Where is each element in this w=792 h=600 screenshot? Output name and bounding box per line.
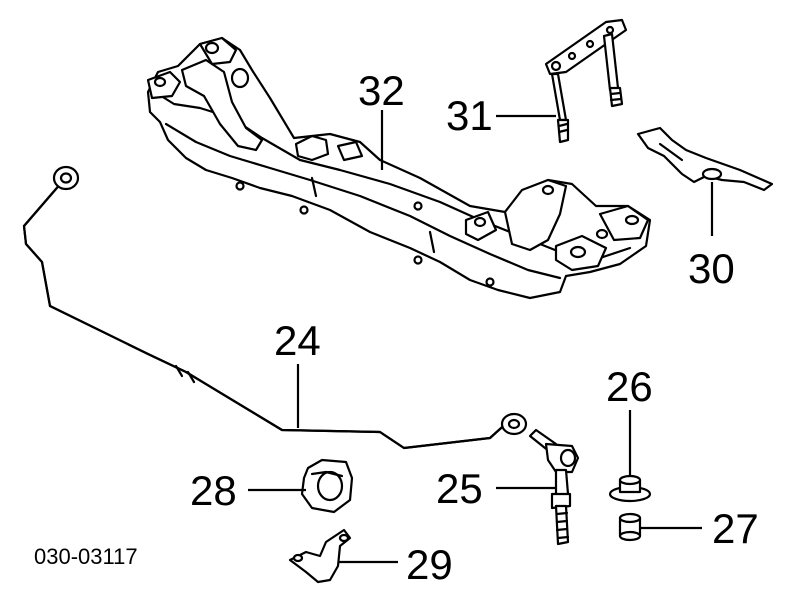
link-collar-part bbox=[618, 512, 642, 542]
callout-25: 25 bbox=[436, 465, 483, 512]
callout-32: 30 bbox=[688, 245, 735, 292]
callout-31: 31 bbox=[446, 92, 493, 139]
stabilizer-bar-part bbox=[22, 165, 528, 450]
bushing-clamp-part bbox=[288, 528, 352, 584]
callout-27: 27 bbox=[712, 505, 759, 552]
link-bushing-part bbox=[608, 474, 652, 503]
callout-24: 24 bbox=[274, 317, 321, 364]
reference-code: 030-03117 bbox=[34, 544, 138, 569]
mounting-bolt-set-part bbox=[544, 18, 628, 144]
callout-30: 32 bbox=[358, 67, 405, 114]
bracket-plate-part bbox=[636, 126, 774, 192]
leader-lines bbox=[248, 110, 714, 564]
stabilizer-bushing-part bbox=[300, 458, 354, 514]
callout-29: 29 bbox=[406, 541, 453, 588]
callout-28: 28 bbox=[190, 467, 237, 514]
callout-26: 26 bbox=[606, 363, 653, 410]
stabilizer-link-part bbox=[528, 428, 580, 546]
crossmember-part bbox=[146, 36, 652, 300]
